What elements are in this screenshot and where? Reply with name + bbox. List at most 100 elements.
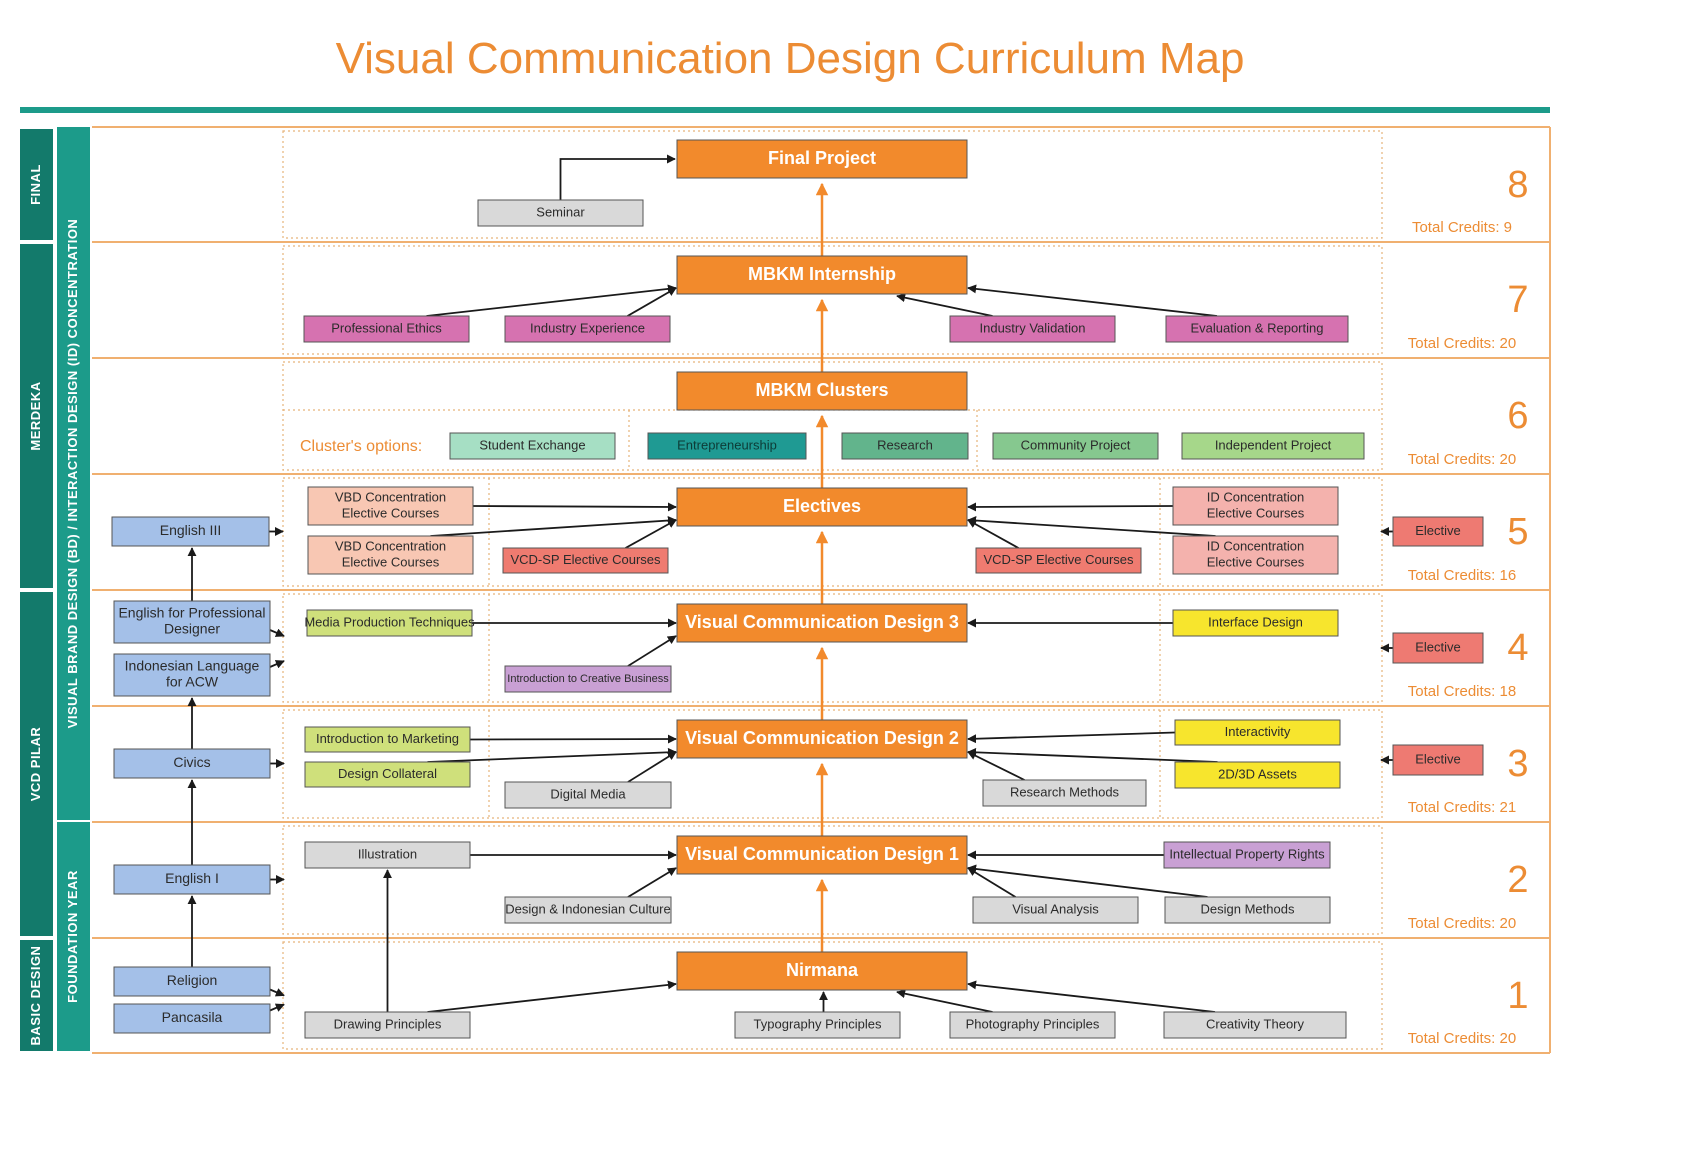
node-community-project[interactable]: Community Project — [992, 432, 1159, 460]
node-vcdsp-left[interactable]: VCD-SP Elective Courses — [502, 547, 669, 574]
node-label: Pancasila — [162, 1009, 223, 1025]
node-drawing-principles[interactable]: Drawing Principles — [304, 1011, 471, 1039]
node-box — [992, 432, 1159, 460]
node-illustration[interactable]: Illustration — [304, 841, 471, 869]
node-entrepreneurship[interactable]: Entrepreneurship — [647, 432, 807, 460]
node-industry-experience[interactable]: Industry Experience — [504, 315, 671, 343]
node-label: English for Professional — [118, 605, 265, 621]
node-industry-validation[interactable]: Industry Validation — [949, 315, 1116, 343]
node-label: Design Methods — [1201, 901, 1295, 916]
node-research-methods[interactable]: Research Methods — [982, 779, 1147, 807]
node-label: Indonesian Language — [125, 658, 260, 674]
node-box — [307, 486, 474, 526]
node-mbkm-internship[interactable]: MBKM Internship — [676, 255, 968, 295]
node-digital-media[interactable]: Digital Media — [504, 781, 672, 809]
node-vcd2[interactable]: Visual Communication Design 2 — [676, 719, 968, 759]
node-label: Interface Design — [1208, 614, 1303, 629]
node-box — [676, 951, 968, 991]
node-box — [113, 600, 271, 644]
node-religion[interactable]: Religion — [113, 966, 271, 997]
edge-vbd-elective-1-to-electives — [472, 502, 677, 512]
node-elective-4[interactable]: Elective — [1392, 632, 1484, 664]
node-english-1[interactable]: English I — [113, 864, 271, 895]
node-box — [477, 199, 644, 227]
node-box — [304, 761, 471, 788]
node-box — [1172, 535, 1339, 575]
node-box — [676, 371, 968, 411]
node-label: ID Concentration — [1207, 538, 1305, 553]
node-label: Interactivity — [1225, 724, 1291, 739]
node-research[interactable]: Research — [841, 432, 969, 460]
node-label: Entrepreneurship — [677, 437, 777, 452]
node-box — [1174, 719, 1341, 746]
node-pancasila[interactable]: Pancasila — [113, 1003, 271, 1034]
node-label: Elective Courses — [1207, 505, 1305, 520]
node-intro-marketing[interactable]: Introduction to Marketing — [304, 726, 471, 753]
node-vcd3[interactable]: Visual Communication Design 3 — [676, 603, 968, 643]
node-interactivity[interactable]: Interactivity — [1174, 719, 1341, 746]
node-box — [676, 139, 968, 179]
node-typography-principles[interactable]: Typography Principles — [734, 1011, 901, 1039]
node-box — [1165, 315, 1349, 343]
semester-number: 2 — [1507, 859, 1528, 901]
node-label: Visual Analysis — [1012, 901, 1099, 916]
node-label: Media Production Techniques — [304, 614, 475, 629]
node-ip-rights[interactable]: Intellectual Property Rights — [1163, 841, 1331, 869]
semester-credits: Total Credits: 18 — [1408, 683, 1516, 700]
node-box — [1172, 609, 1339, 637]
node-final-project[interactable]: Final Project — [676, 139, 968, 179]
edge-seminar-to-final-project — [559, 154, 676, 200]
node-professional-ethics[interactable]: Professional Ethics — [303, 315, 470, 343]
node-nirmana[interactable]: Nirmana — [676, 951, 968, 991]
node-box — [1392, 516, 1484, 547]
edge-id-elective-1-to-electives — [967, 502, 1174, 512]
node-mbkm-clusters[interactable]: MBKM Clusters — [676, 371, 968, 411]
node-electives[interactable]: Electives — [676, 487, 968, 527]
node-creative-business[interactable]: Introduction to Creative Business — [504, 665, 672, 693]
node-label: Elective — [1415, 751, 1461, 766]
node-media-production[interactable]: Media Production Techniques — [304, 609, 475, 637]
node-label: Research — [877, 437, 933, 452]
node-interface-design[interactable]: Interface Design — [1172, 609, 1339, 637]
node-evaluation-reporting[interactable]: Evaluation & Reporting — [1165, 315, 1349, 343]
node-box — [982, 779, 1147, 807]
node-design-collateral[interactable]: Design Collateral — [304, 761, 471, 788]
node-visual-analysis[interactable]: Visual Analysis — [972, 896, 1139, 924]
node-assets-2d3d[interactable]: 2D/3D Assets — [1174, 761, 1341, 789]
node-box — [1172, 486, 1339, 526]
node-design-methods[interactable]: Design Methods — [1164, 896, 1331, 924]
edges — [187, 154, 1393, 1013]
node-label: English III — [160, 522, 221, 538]
semester-credits: Total Credits: 20 — [1408, 335, 1516, 352]
node-label: Industry Experience — [530, 320, 645, 335]
node-student-exchange[interactable]: Student Exchange — [449, 432, 616, 460]
edge-vcdsp-left-to-electives — [625, 519, 677, 549]
node-photography-principles[interactable]: Photography Principles — [949, 1011, 1116, 1039]
semester-credits: Total Credits: 20 — [1408, 451, 1516, 468]
node-english-3[interactable]: English III — [111, 516, 270, 547]
node-seminar[interactable]: Seminar — [477, 199, 644, 227]
side-merdeka-label: MERDEKA — [28, 381, 43, 450]
side-basic-design — [20, 940, 53, 1051]
node-independent-project[interactable]: Independent Project — [1181, 432, 1365, 460]
node-vcd1[interactable]: Visual Communication Design 1 — [676, 835, 968, 875]
node-design-indonesian-culture[interactable]: Design & Indonesian Culture — [504, 896, 672, 924]
edge-industry-experience-to-mbkm-internship — [627, 287, 677, 317]
node-elective-3[interactable]: Elective — [1392, 744, 1484, 776]
node-creativity-theory[interactable]: Creativity Theory — [1163, 1011, 1347, 1039]
node-civics[interactable]: Civics — [113, 748, 271, 779]
node-box — [307, 535, 474, 575]
node-elective-5[interactable]: Elective — [1392, 516, 1484, 547]
node-box — [113, 966, 271, 997]
node-vcdsp-right[interactable]: VCD-SP Elective Courses — [975, 547, 1142, 574]
node-box — [1174, 761, 1341, 789]
node-label: Elective Courses — [1207, 554, 1305, 569]
